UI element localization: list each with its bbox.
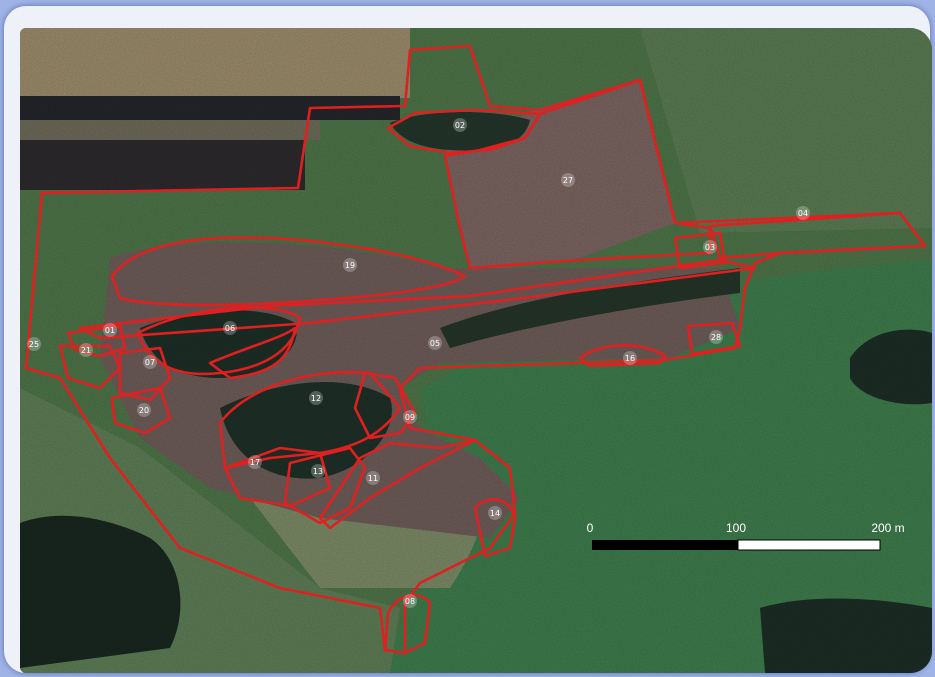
presentation-frame: 02 27 04 03 19 06 01 05 28 16 25 21 07 20 12 09 17 13 11 14… <box>4 6 932 673</box>
plot-label-13: 13 <box>313 467 323 476</box>
plot-label-bg-05 <box>428 336 442 350</box>
plot-21-boundary <box>58 344 122 390</box>
plot-label-01: 01 <box>105 326 115 335</box>
texture-overlay <box>20 28 932 673</box>
plot-label-bg-21 <box>79 343 93 357</box>
plot-label-bg-04 <box>796 206 810 220</box>
plot-label-bg-03 <box>703 240 717 254</box>
scale-bar: 0 100 200 m <box>587 521 905 551</box>
plot-label-04: 04 <box>798 209 808 218</box>
plot-label-21: 21 <box>81 346 91 355</box>
plot-06-boundary <box>136 306 302 376</box>
plot-label-bg-14 <box>488 506 502 520</box>
plot-label-bg-11 <box>366 471 380 485</box>
plot-strip-north <box>78 258 757 340</box>
scale-bar-white-segment <box>737 539 881 551</box>
plot-label-bg-19 <box>343 258 357 272</box>
scale-label-0: 0 <box>587 521 594 535</box>
plot-label-bg-25 <box>27 337 41 351</box>
plot-label-20: 20 <box>139 406 149 415</box>
plot-labels: 02 27 04 03 19 06 01 05 28 16 25 21 07 20 12 09 17 13 11 14… <box>27 118 810 608</box>
plot-label-bg-27 <box>561 173 575 187</box>
plot-20-boundary <box>110 386 172 435</box>
plot-label-bg-08 <box>403 594 417 608</box>
plot-13-boundary <box>283 446 367 525</box>
plot-label-16: 16 <box>625 354 635 363</box>
plot-label-19: 19 <box>345 261 355 270</box>
plot-label-05: 05 <box>430 339 440 348</box>
plot-28-boundary <box>686 321 742 356</box>
plot-19-boundary <box>110 236 467 307</box>
plot-label-bg-20 <box>137 403 151 417</box>
plot-03-boundary <box>673 231 727 270</box>
plot-label-17: 17 <box>250 458 260 467</box>
plot-11-boundary <box>318 438 477 530</box>
plot-label-14: 14 <box>490 509 500 518</box>
plot-label-28: 28 <box>711 333 721 342</box>
plot-label-bg-06 <box>223 321 237 335</box>
scale-bar-black-segment <box>592 540 738 550</box>
plot-label-02: 02 <box>455 121 465 130</box>
plot-label-bg-12 <box>309 391 323 405</box>
aerial-map-svg: 02 27 04 03 19 06 01 05 28 16 25 21 07 20 12 09 17 13 11 14… <box>20 28 932 673</box>
plot-06-inner <box>208 326 297 380</box>
plot-label-bg-07 <box>143 355 157 369</box>
plot-label-bg-09 <box>403 410 417 424</box>
plot-label-bg-17 <box>248 455 262 469</box>
plot-label-bg-28 <box>709 330 723 344</box>
plot-17-boundary <box>223 446 332 508</box>
plot-04-boundary <box>708 211 927 260</box>
scale-label-200: 200 m <box>871 521 904 535</box>
plot-16-boundary <box>578 344 667 368</box>
plot-label-03: 03 <box>705 243 715 252</box>
plot-label-12: 12 <box>311 394 321 403</box>
scale-label-100: 100 <box>726 521 746 535</box>
plot-label-27: 27 <box>563 176 573 185</box>
plot-label-08: 08 <box>405 597 415 606</box>
plot-outer-boundary <box>24 44 927 655</box>
plot-label-bg-16 <box>623 351 637 365</box>
plot-label-bg-13 <box>311 464 325 478</box>
plot-label-07: 07 <box>145 358 155 367</box>
plot-label-bg-01 <box>103 323 117 337</box>
plot-label-06: 06 <box>225 324 235 333</box>
plot-27-boundary <box>443 78 712 270</box>
plot-08-boundary <box>383 593 432 655</box>
plot-09-boundary <box>353 371 417 440</box>
plot-label-25: 25 <box>29 340 39 349</box>
plot-label-09: 09 <box>405 413 415 422</box>
plot-14-boundary <box>473 498 517 558</box>
aerial-map: 02 27 04 03 19 06 01 05 28 16 25 21 07 20 12 09 17 13 11 14… <box>20 28 932 673</box>
plot-label-11: 11 <box>368 474 378 483</box>
plot-label-bg-02 <box>453 118 467 132</box>
